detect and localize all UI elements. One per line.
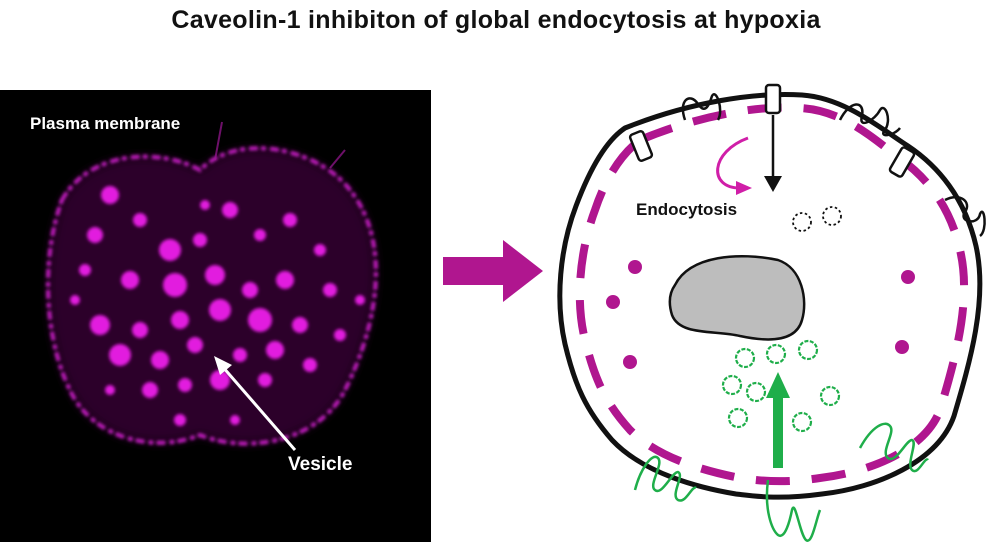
micrograph-panel: Plasma membrane Vesicle	[0, 90, 431, 542]
endocytic-vesicles	[792, 206, 842, 232]
green-vesicles	[721, 339, 841, 433]
cell-membrane	[557, 92, 983, 500]
plasma-membrane-outline	[46, 146, 378, 446]
endocytosis-label: Endocytosis	[636, 200, 738, 219]
exocytosis-arrow-shaft	[773, 392, 783, 468]
vesicle-label: Vesicle	[288, 454, 353, 475]
figure-title: Caveolin-1 inhibiton of global endocytos…	[171, 6, 821, 34]
membrane-channels	[628, 83, 916, 178]
caveolae-dots	[606, 260, 915, 369]
membrane-protrusion	[214, 121, 346, 169]
cell-schematic	[557, 83, 986, 542]
green-receptors	[633, 422, 929, 542]
inhibition-arrow-curve	[716, 136, 749, 190]
vesicle-puncta	[70, 186, 365, 426]
inhibition-arrow-head	[736, 181, 752, 195]
caveolin-lining	[575, 103, 969, 486]
endocytosis-arrow-head	[764, 176, 782, 192]
nucleus	[668, 255, 806, 341]
plasma-membrane-label: Plasma membrane	[30, 114, 181, 133]
micrograph-image	[46, 121, 378, 451]
exocytosis-arrow-head	[766, 372, 790, 398]
vesicle-pointer-head	[214, 356, 232, 375]
vesicle-pointer-line	[220, 365, 297, 451]
black-receptors	[681, 93, 986, 237]
transition-arrow	[443, 240, 543, 302]
